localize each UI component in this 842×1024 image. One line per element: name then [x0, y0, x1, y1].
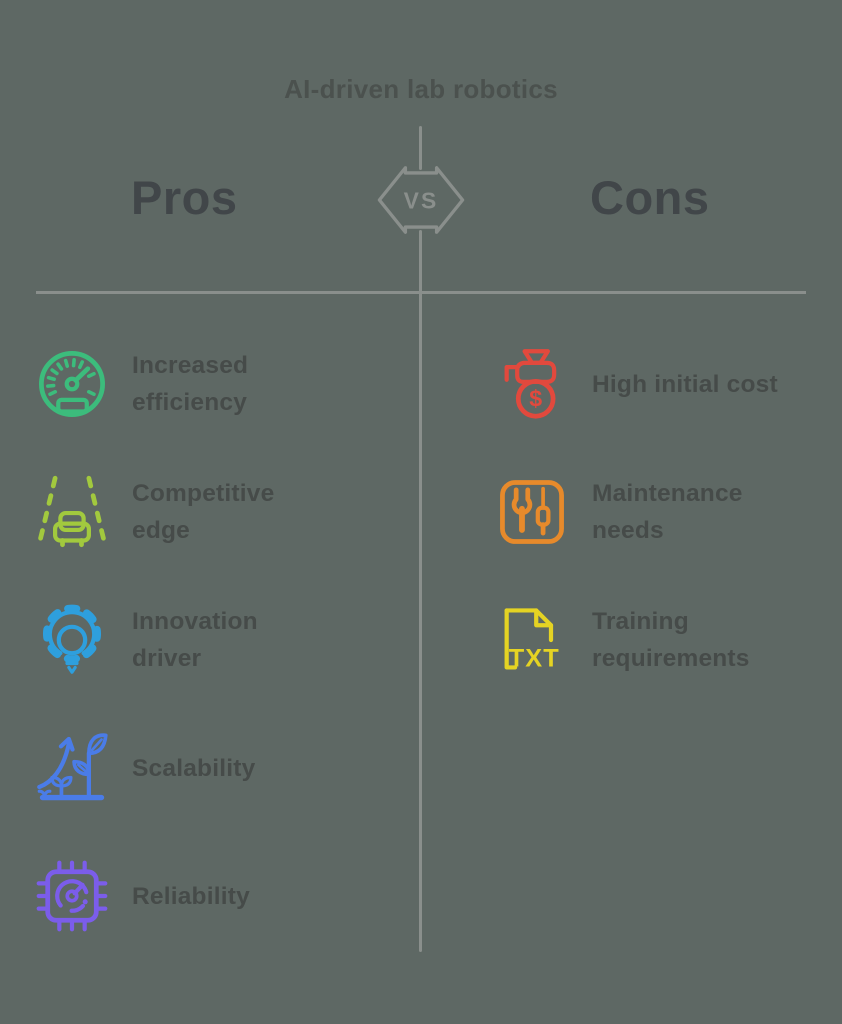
vs-badge-icon: VS — [377, 166, 465, 234]
pros-item-label: Reliability — [132, 882, 250, 910]
pros-item-competitive-edge: Competitive edge — [34, 474, 274, 550]
pros-item-scalability: Scalability — [34, 730, 255, 806]
pros-item-label: Innovation driver — [132, 608, 258, 672]
pros-item-innovation-driver: Innovation driver — [34, 602, 258, 678]
cons-item-label: Training requirements — [592, 608, 750, 672]
cons-heading: Cons — [590, 171, 710, 224]
cons-item-high-initial-cost: $ High initial cost — [494, 346, 778, 422]
pros-item-label: Scalability — [132, 754, 256, 782]
vs-label: VS — [404, 187, 439, 213]
horizontal-divider — [36, 291, 806, 294]
pros-item-increased-efficiency: Increased efficiency — [34, 346, 248, 422]
pros-item-label: Increased efficiency — [132, 352, 249, 416]
cons-item-label: Maintenance needs — [592, 480, 743, 544]
txt-file-icon: TXT — [504, 608, 560, 672]
txt-glyph: TXT — [509, 644, 560, 672]
center-line-top — [419, 126, 422, 170]
money-bag-icon: $ — [504, 349, 557, 419]
car-on-road-icon — [36, 475, 108, 548]
speedometer-icon — [39, 351, 105, 417]
cpu-gauge-icon — [36, 860, 108, 932]
pros-heading: Pros — [131, 171, 238, 224]
center-line-bottom — [419, 230, 422, 952]
dollar-glyph: $ — [529, 386, 542, 412]
cons-item-training-requirements: TXT Training requirements — [494, 602, 750, 678]
gear-lightbulb-icon — [42, 604, 102, 674]
pros-item-label: Competitive edge — [132, 480, 275, 544]
page-title: AI-driven lab robotics — [284, 74, 558, 104]
growth-plant-icon — [37, 733, 108, 801]
cons-item-maintenance-needs: Maintenance needs — [494, 474, 743, 550]
pros-item-reliability: Reliability — [34, 858, 250, 934]
tools-icon — [500, 480, 564, 544]
cons-item-label: High initial cost — [592, 370, 778, 398]
